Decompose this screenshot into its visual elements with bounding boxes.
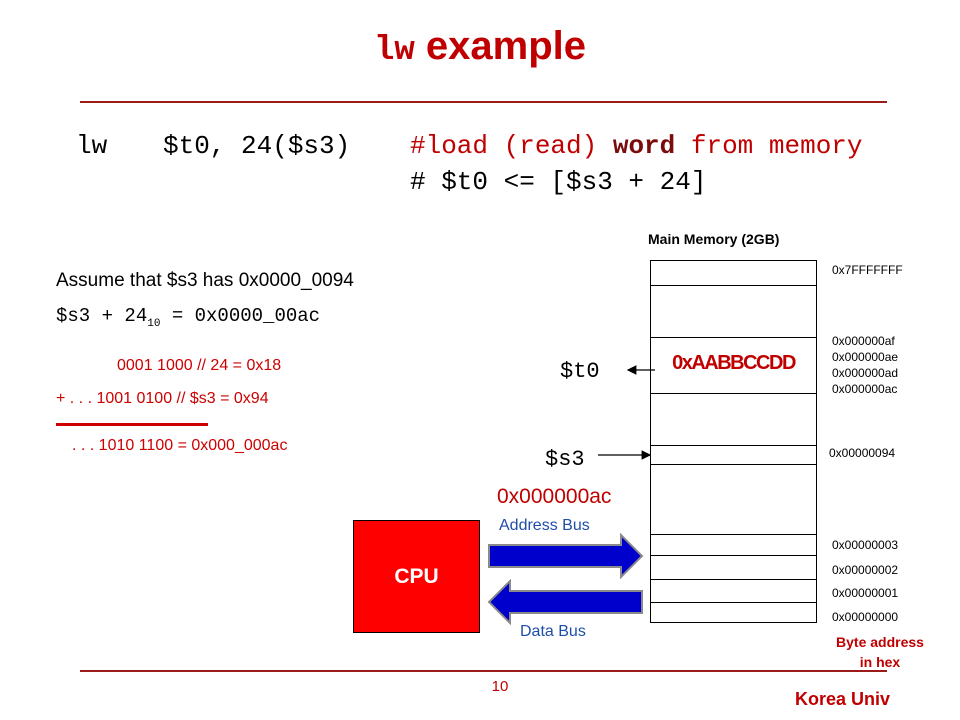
sum-left: $s3 + 24 xyxy=(56,305,148,327)
sum-subscript: 10 xyxy=(147,317,161,330)
addr-ac: 0x000000ac xyxy=(832,382,898,396)
addr-02: 0x00000002 xyxy=(832,563,899,577)
register-t0: $t0 xyxy=(560,359,600,384)
byte-address-label: Byte address in hex xyxy=(800,632,960,672)
addr-94: 0x00000094 xyxy=(829,446,896,460)
footer-label: Korea Univ xyxy=(795,689,891,709)
addr-03: 0x00000003 xyxy=(832,538,899,552)
byte-address-label-1: Byte address xyxy=(836,634,924,650)
addr-01: 0x00000001 xyxy=(832,586,899,600)
memory-cell-00 xyxy=(650,602,817,623)
binary-line-2: + . . . 1001 0100 // $s3 = 0x94 xyxy=(56,390,269,407)
address-bus-label: Address Bus xyxy=(499,517,590,534)
slide-title: lw example xyxy=(0,24,960,70)
addr-af: 0x000000af xyxy=(832,334,895,348)
memory-cell-top xyxy=(650,260,817,286)
data-bus-arrow xyxy=(487,578,643,626)
cpu-block: CPU xyxy=(353,520,480,633)
memory-title: Main Memory (2GB) xyxy=(648,231,780,247)
addr-top: 0x7FFFFFFF xyxy=(832,263,903,277)
sum-right: = 0x0000_00ac xyxy=(160,305,321,327)
address-bus-value: 0x000000ac xyxy=(497,485,612,508)
bottom-divider xyxy=(80,670,887,672)
binary-line-1: 0001 1000 // 24 = 0x18 xyxy=(117,357,282,374)
register-s3: $s3 xyxy=(545,447,585,472)
page-number: 10 xyxy=(491,678,509,695)
comment-post: from memory xyxy=(675,131,863,161)
binary-line-3: . . . 1010 1100 = 0x000_000ac xyxy=(72,437,288,454)
top-divider xyxy=(80,101,887,103)
addr-ad: 0x000000ad xyxy=(832,366,899,380)
byte-address-label-2: in hex xyxy=(859,654,901,670)
instruction-op: lw xyxy=(76,131,108,161)
title-text: example xyxy=(414,24,587,68)
sum-expression: $s3 + 2410 = 0x0000_00ac xyxy=(56,305,320,330)
data-bus-label: Data Bus xyxy=(520,623,586,640)
memory-cell-01 xyxy=(650,579,817,603)
addr-ae: 0x000000ae xyxy=(832,350,899,364)
memory-region-lower xyxy=(650,464,817,535)
cpu-label: CPU xyxy=(394,564,439,588)
sum-underline xyxy=(56,423,208,426)
instruction-comment: #load (read) word from memory xyxy=(410,131,863,161)
assume-text: Assume that $s3 has 0x0000_0094 xyxy=(56,270,354,291)
instruction-operands: $t0, 24($s3) xyxy=(163,131,351,161)
address-bus-arrow xyxy=(488,532,644,580)
comment-pre: #load (read) xyxy=(410,131,613,161)
comment-bold: word xyxy=(612,131,676,161)
memory-word-value: 0xAABBCCDD xyxy=(672,352,796,374)
memory-region-upper xyxy=(650,285,817,338)
title-code: lw xyxy=(373,32,415,70)
addr-00: 0x00000000 xyxy=(832,610,899,624)
instruction-comment-2: # $t0 <= [$s3 + 24] xyxy=(410,167,707,197)
